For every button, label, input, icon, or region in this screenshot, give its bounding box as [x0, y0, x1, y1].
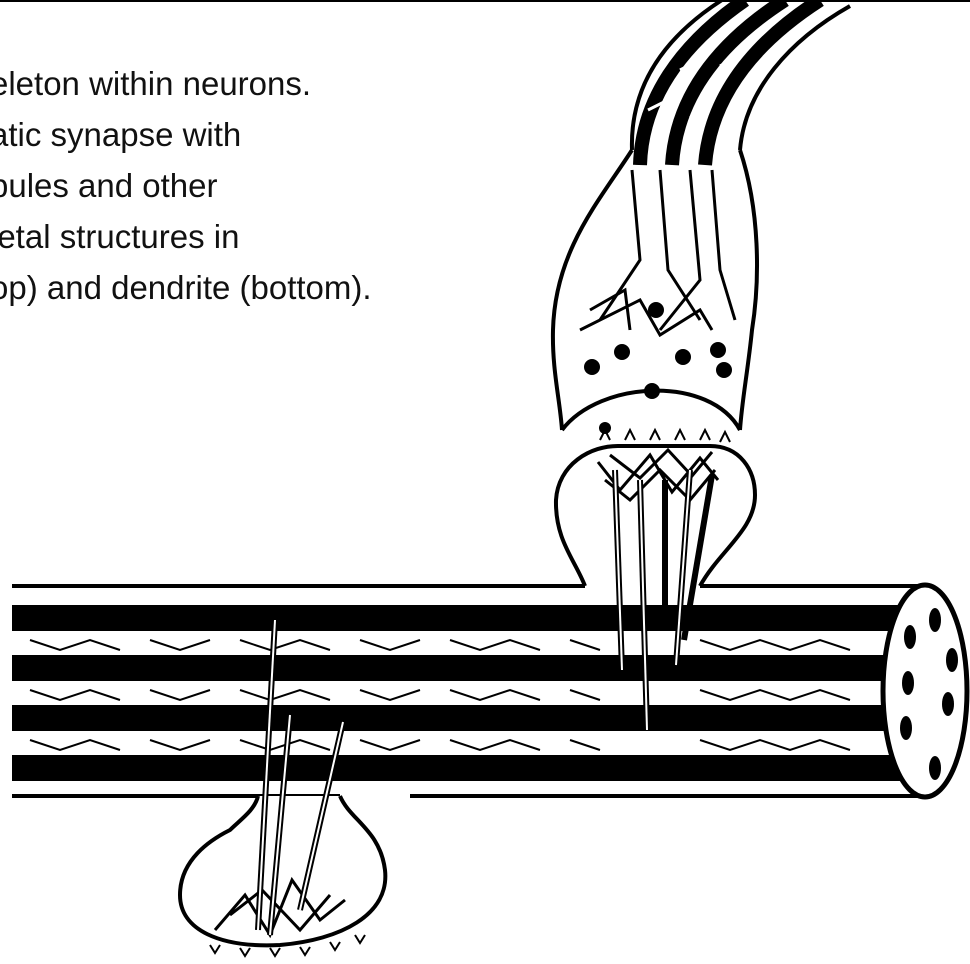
vesicle	[710, 342, 726, 358]
vesicle	[716, 362, 732, 378]
shaft-cross-section	[883, 585, 967, 797]
cross-section-microtubule	[929, 756, 941, 780]
cross-section-microtubule	[929, 608, 941, 632]
dendrite-shaft	[12, 585, 967, 797]
bouton-outline-right	[740, 150, 757, 430]
cross-section-microtubule	[942, 692, 954, 716]
cross-section-microtubule	[900, 716, 912, 740]
bouton-network	[580, 290, 712, 335]
vesicle	[675, 349, 691, 365]
axon-terminal	[553, 0, 850, 434]
dendrite-microtubule-4	[12, 755, 912, 781]
spine-top-psd	[600, 430, 730, 442]
bouton-filaments	[600, 170, 735, 330]
dendrite-microtubule-1	[12, 605, 912, 631]
dendrite-microtubule-3	[12, 705, 912, 731]
dendritic-spine-top	[556, 430, 755, 730]
cross-section-microtubule	[946, 648, 958, 672]
cross-section-microtubule	[902, 671, 914, 695]
vesicle	[648, 302, 664, 318]
vesicle	[584, 359, 600, 375]
cross-section-microtubule	[904, 625, 916, 649]
dendrite-microtubule-2	[12, 655, 912, 681]
vesicle	[614, 344, 630, 360]
vesicle	[644, 383, 660, 399]
